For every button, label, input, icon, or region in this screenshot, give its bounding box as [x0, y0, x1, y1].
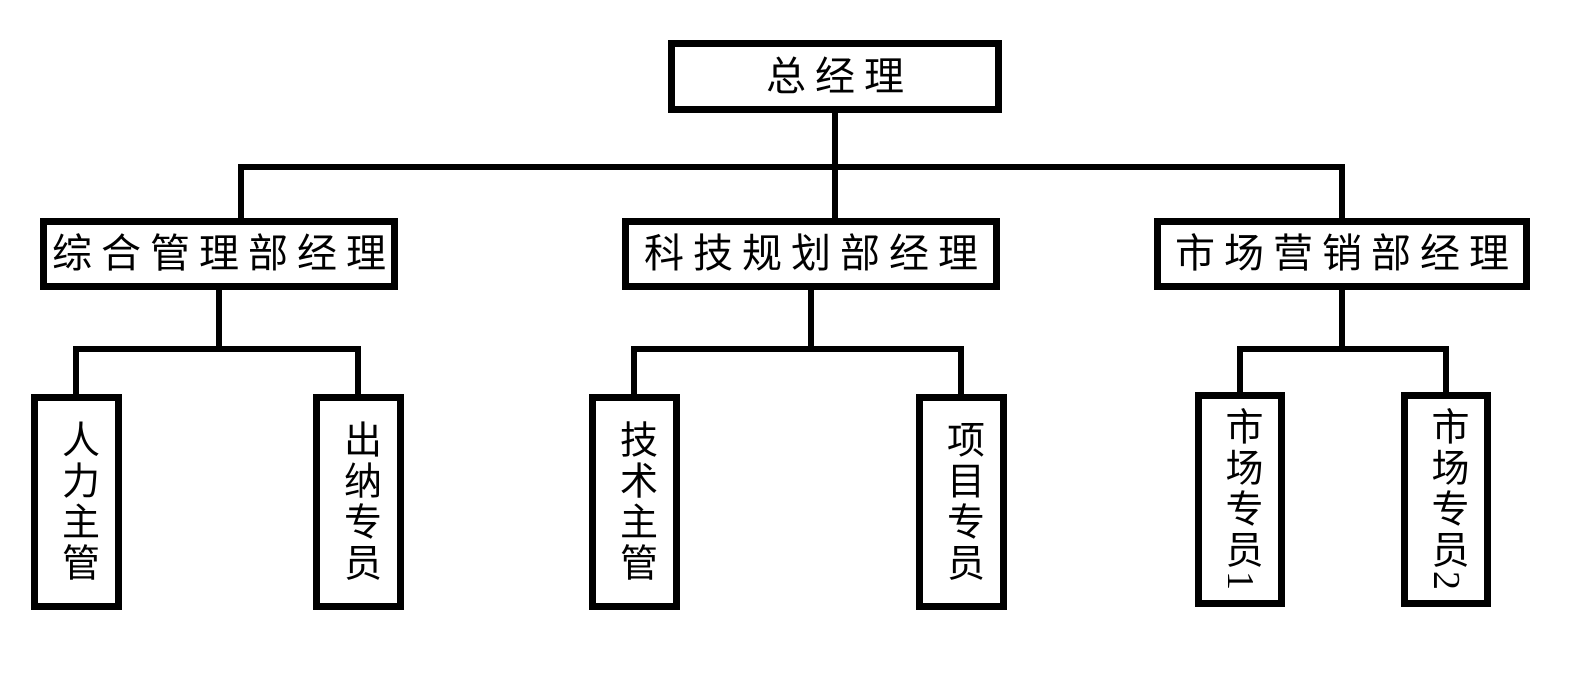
connector-main-horizontal: [238, 164, 1345, 170]
connector-drop-hr-supervisor: [73, 346, 79, 396]
connector-drop-marketing-specialist-2: [1443, 346, 1449, 394]
org-node-marketing-specialist-2: 市场专员2: [1401, 392, 1491, 607]
connector-drop-project-specialist: [958, 346, 964, 396]
org-node-marketing-dept-manager: 市场营销部经理: [1154, 218, 1530, 290]
connector-dept3-horizontal: [1237, 346, 1449, 352]
org-node-cashier-specialist-label: 出纳专员: [337, 420, 380, 584]
org-node-project-specialist: 项目专员: [916, 394, 1007, 610]
org-node-general-manager: 总经理: [668, 40, 1002, 113]
org-node-hr-supervisor: 人力主管: [31, 394, 122, 610]
org-node-tech-supervisor: 技术主管: [589, 394, 680, 610]
org-node-admin-dept-manager-label: 综合管理部经理: [52, 231, 395, 276]
org-node-tech-planning-dept-manager-label: 科技规划部经理: [644, 231, 987, 276]
org-node-tech-supervisor-label: 技术主管: [613, 420, 656, 584]
org-node-general-manager-label: 总经理: [766, 53, 913, 99]
org-node-hr-supervisor-label: 人力主管: [55, 420, 98, 584]
connector-drop-dept-3: [1339, 164, 1345, 222]
connector-dept1-horizontal: [73, 346, 361, 352]
connector-drop-dept-1: [238, 164, 244, 222]
org-node-marketing-dept-manager-label: 市场营销部经理: [1175, 231, 1518, 276]
connector-drop-tech-supervisor: [631, 346, 637, 396]
org-node-cashier-specialist: 出纳专员: [313, 394, 404, 610]
connector-dept1-stem: [216, 288, 222, 350]
org-node-tech-planning-dept-manager: 科技规划部经理: [622, 218, 1000, 290]
org-node-marketing-specialist-1: 市场专员1: [1195, 392, 1285, 607]
org-node-admin-dept-manager: 综合管理部经理: [40, 218, 398, 290]
connector-dept3-stem: [1339, 288, 1345, 350]
connector-dept2-horizontal: [631, 346, 964, 352]
org-node-marketing-specialist-1-label: 市场专员1: [1219, 406, 1261, 593]
org-node-marketing-specialist-2-label: 市场专员2: [1425, 406, 1467, 593]
connector-dept2-stem: [808, 288, 814, 350]
connector-drop-cashier-specialist: [355, 346, 361, 396]
org-node-project-specialist-label: 项目专员: [940, 420, 983, 584]
connector-drop-marketing-specialist-1: [1237, 346, 1243, 394]
